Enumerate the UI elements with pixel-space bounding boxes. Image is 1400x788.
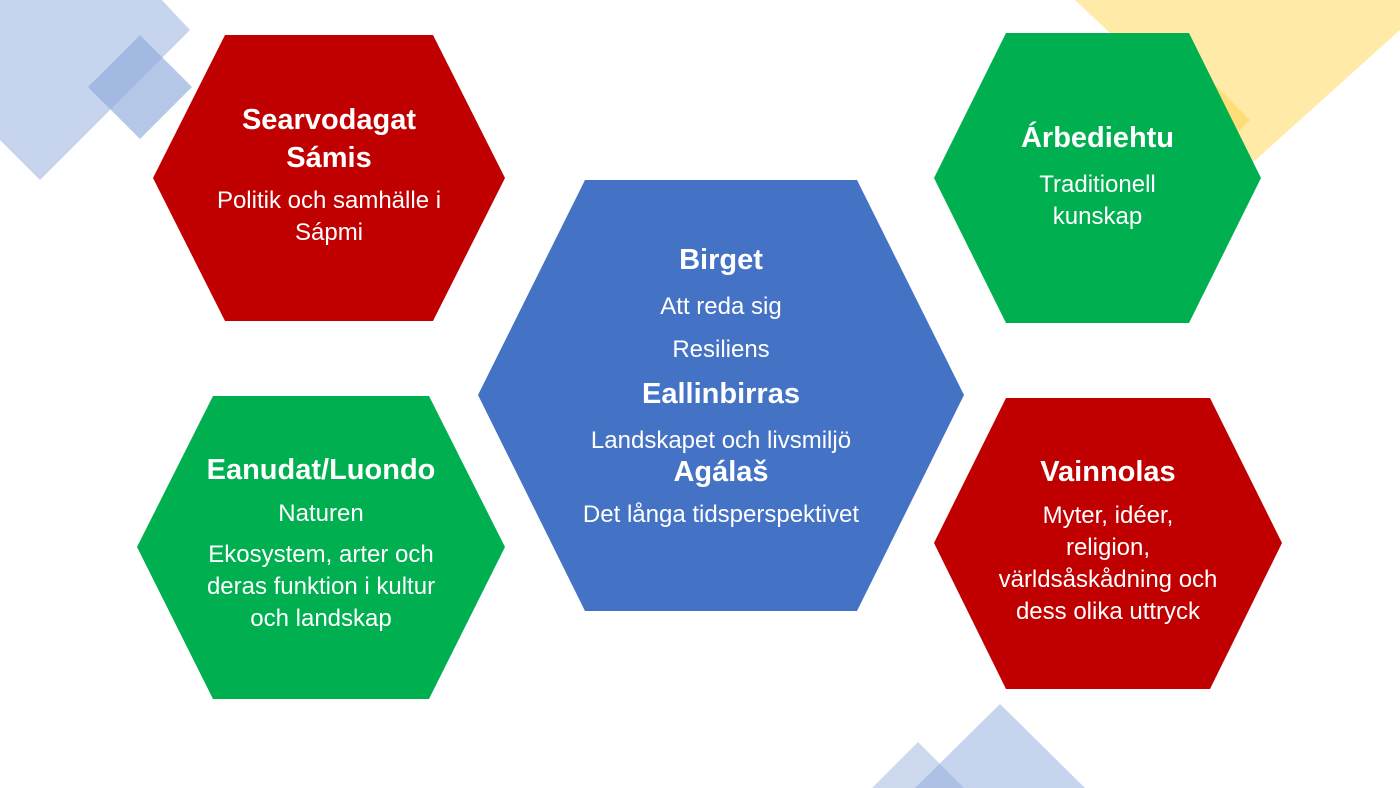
center-subtitle: Det långa tidsperspektivet (582, 501, 860, 528)
hexagon-arbediehtu: Árbediehtu Traditionell kunskap (934, 33, 1261, 323)
hexagon-subtitle: Naturen (278, 500, 364, 527)
hexagon-title: Searvodagat (241, 104, 417, 136)
hexagon-shape (934, 33, 1261, 323)
hexagon-shape (153, 35, 505, 321)
hexagon-subtitle: dess olika uttryck (1015, 598, 1201, 625)
hexagon-subtitle: Traditionell (1039, 171, 1156, 198)
center-subtitle: Att reda sig (660, 293, 782, 320)
hexagon-title: Sámis (286, 142, 372, 174)
hexagon-center: Birget Att reda sig Resiliens Eallinbirr… (478, 180, 964, 611)
center-subtitle: Landskapet och livsmiljö (590, 427, 852, 454)
hexagon-subtitle: kunskap (1052, 203, 1143, 230)
center-title-birget: Birget (679, 244, 763, 276)
hexagon-subtitle: Sápmi (294, 219, 364, 246)
center-subtitle: Resiliens (672, 336, 770, 363)
hexagon-eanudat: Eanudat/Luondo Naturen Ekosystem, arter … (137, 396, 505, 699)
hexagon-searvodagat: Searvodagat Sámis Politik och samhälle i… (153, 35, 505, 321)
center-title-agalas: Agálaš (673, 456, 769, 488)
decor-diamond-bottom-right-small (872, 742, 964, 788)
hexagon-title: Árbediehtu (1020, 122, 1175, 154)
center-title-eallinbirras: Eallinbirras (642, 378, 800, 410)
hexagon-shape (478, 180, 964, 611)
decor-diamond-bottom-right-large (915, 704, 1085, 788)
hexagon-subtitle: deras funktion i kultur (206, 573, 436, 600)
hexagon-title: Vainnolas (1040, 456, 1176, 488)
hexagon-subtitle: och landskap (250, 605, 392, 632)
hexagon-subtitle: Politik och samhälle i (216, 187, 442, 214)
hexagon-title: Eanudat/Luondo (206, 454, 436, 486)
hexagon-subtitle: religion, (1065, 534, 1151, 561)
hexagon-subtitle: världsåskådning och (998, 566, 1218, 593)
hexagon-shape (137, 396, 505, 699)
hexagon-subtitle: Ekosystem, arter och (208, 541, 434, 568)
hexagon-vainnolas: Vainnolas Myter, idéer, religion, världs… (934, 398, 1282, 689)
hexagon-subtitle: Myter, idéer, (1042, 502, 1174, 529)
hexagon-shape (934, 398, 1282, 689)
